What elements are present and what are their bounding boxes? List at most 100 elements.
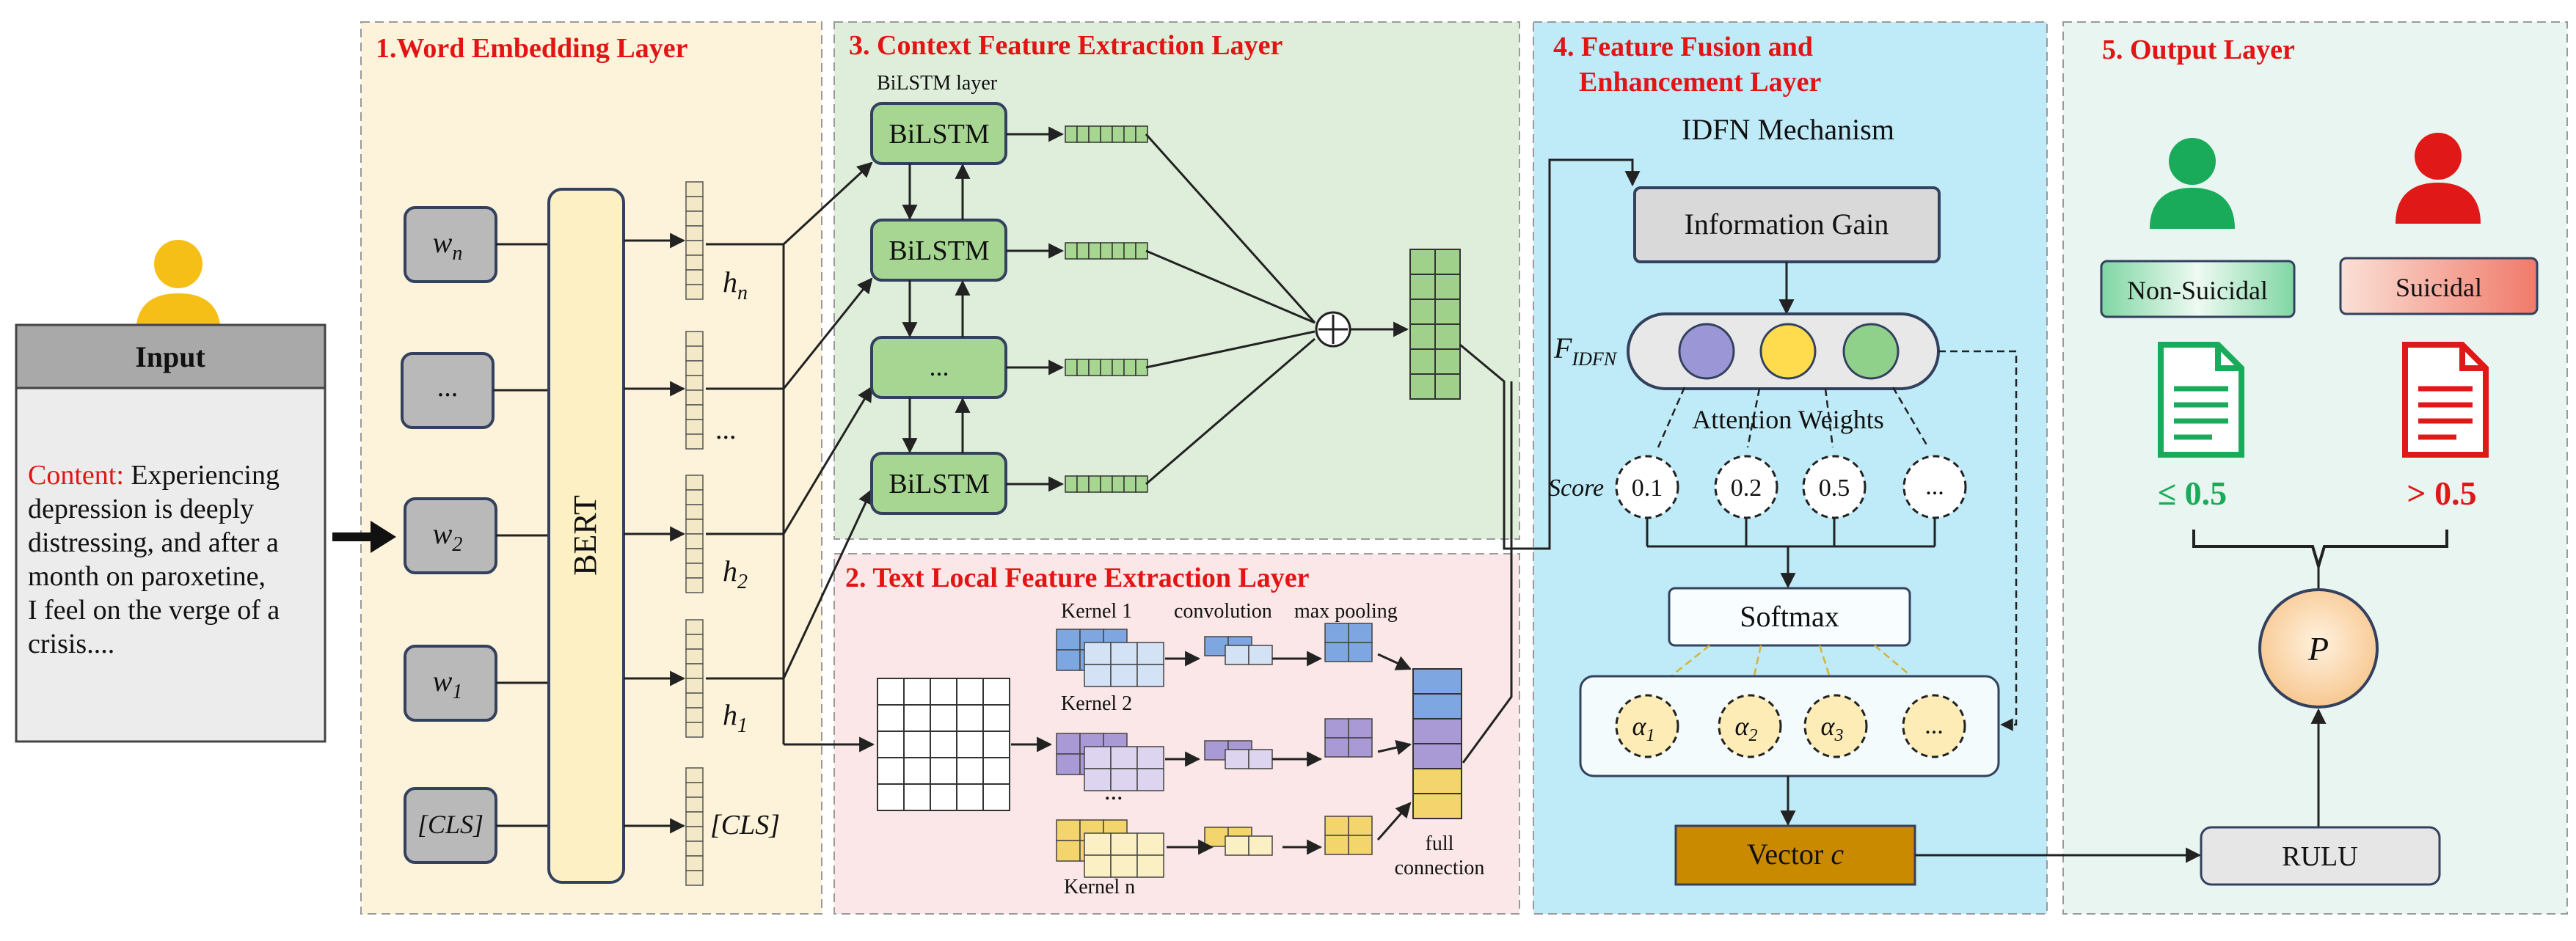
fc-cell-1: [1412, 668, 1462, 695]
svg-text:BiLSTM: BiLSTM: [889, 469, 989, 499]
svg-text:w2: w2: [433, 517, 463, 556]
feature-circle-green: [1842, 323, 1900, 380]
title-word-embedding: 1.Word Embedding Layer: [376, 33, 688, 64]
pool-blue: [1324, 623, 1373, 662]
non-suicidal-document-icon: [2161, 345, 2241, 455]
title-output: 5. Output Layer: [2102, 34, 2295, 65]
bilstm-output-vector-2: [1065, 242, 1148, 260]
svg-text:BiLSTM: BiLSTM: [889, 119, 989, 150]
panel-local: [833, 553, 1520, 915]
svg-text:...: ...: [930, 352, 949, 381]
svg-text:0.1: 0.1: [1632, 475, 1663, 502]
svg-text:0.2: 0.2: [1731, 475, 1762, 502]
bilstm-cell-4: BiLSTM: [870, 452, 1007, 515]
token-wn: wn: [404, 206, 497, 283]
score-circle-ellipsis: ...: [1902, 455, 1967, 519]
input-content-line-3: distressing, and after a: [28, 527, 279, 558]
hidden-ellipsis: ...: [715, 414, 737, 445]
input-box: [15, 323, 326, 743]
hidden-vector-h1: [685, 619, 704, 738]
svg-text:RULU: RULU: [2282, 841, 2357, 872]
title-context: 3. Context Feature Extraction Layer: [849, 30, 1282, 61]
hidden-cls: [CLS]: [710, 810, 780, 841]
kernel-blue-front: [1084, 642, 1164, 687]
sum-merge-lines: [1145, 133, 1316, 486]
svg-text:α3: α3: [1821, 711, 1844, 745]
attention-dashed-lines: [1657, 350, 2018, 731]
kernel-n-label: Kernel n: [1064, 876, 1135, 898]
content-label: Content:: [28, 460, 124, 491]
bert-hidden-arrows: [624, 232, 686, 834]
hidden-vector-cls: [685, 767, 704, 886]
fc-cell-2: [1412, 693, 1462, 720]
convolution-label: convolution: [1174, 600, 1272, 623]
bilstm-output-vector-3: [1065, 359, 1148, 376]
context-vector-grid: [1409, 249, 1461, 400]
information-gain-box: Information Gain: [1633, 186, 1941, 263]
panel-output: [2062, 21, 2568, 915]
input-content-line-6: crisis....: [28, 629, 114, 659]
svg-text:Softmax: Softmax: [1740, 600, 1839, 633]
kernel-2-label: Kernel 2: [1061, 692, 1132, 715]
token-cls: [CLS]: [404, 787, 497, 864]
hidden-vector-ellipsis: [685, 331, 704, 450]
kernel-purple-front: [1084, 746, 1164, 791]
score-circle-3: 0.5: [1802, 455, 1867, 519]
svg-text:[CLS]: [CLS]: [417, 810, 484, 839]
hidden-hn: hn: [723, 266, 748, 304]
score-circle-2: 0.2: [1714, 455, 1778, 519]
svg-text:BiLSTM: BiLSTM: [889, 235, 989, 266]
input-content-line-2: depression is deeply: [28, 494, 254, 524]
svg-text:0.5: 0.5: [1819, 475, 1850, 502]
kernel-yellow-front: [1084, 832, 1164, 878]
panel-fusion: [1533, 21, 2048, 915]
full-connection-label-2: connection: [1395, 857, 1485, 879]
rulu-box: RULU: [2200, 826, 2441, 886]
suicidal-user-icon: [2396, 133, 2481, 224]
bilstm-cell-2: BiLSTM: [870, 219, 1007, 282]
hidden-h2: h2: [723, 554, 748, 593]
alpha-container: [1579, 675, 2000, 777]
score-circle-1: 0.1: [1615, 455, 1679, 519]
conv-yellow-front: [1225, 835, 1273, 856]
svg-text:Non-Suicidal: Non-Suicidal: [2127, 276, 2268, 305]
bilstm-output-vector-4: [1065, 475, 1148, 493]
svg-text:...: ...: [1924, 712, 1944, 739]
hidden-to-next-lines: [706, 161, 875, 753]
cnn-pipeline: [1056, 623, 1373, 878]
bilstm-vertical-arrows: [902, 163, 971, 454]
attention-weights-label: Attention Weights: [1692, 405, 1883, 434]
full-connection-label-1: full: [1426, 832, 1454, 855]
bilstm-output-arrows: [1006, 126, 1065, 492]
hidden-vector-hn: [685, 181, 704, 300]
hidden-h1: h1: [723, 698, 748, 737]
fc-cell-3: [1412, 718, 1462, 744]
svg-text:P: P: [2307, 630, 2329, 667]
svg-text:...: ...: [437, 372, 459, 403]
content-line-1-text: Experiencing: [131, 460, 280, 491]
threshold-gt: > 0.5: [2407, 475, 2476, 512]
conv-blue-front: [1225, 645, 1273, 665]
token-w1: w1: [404, 645, 497, 722]
token-bert-lines: [493, 243, 549, 827]
fc-cell-6: [1412, 793, 1462, 819]
context-vector: [1409, 249, 1461, 400]
bert-block: [547, 188, 625, 884]
input-arrow: [332, 521, 396, 553]
cnn-to-fusion-line: [1462, 381, 1513, 764]
input-matrix-grid: [877, 678, 1010, 811]
input-header-bg: [15, 323, 326, 389]
conv-purple-front: [1225, 749, 1273, 769]
non-suicidal-user-icon: [2150, 138, 2235, 229]
softmax-box: Softmax: [1668, 587, 1911, 647]
token-w2: w2: [404, 497, 497, 574]
title-fusion-line1: 4. Feature Fusion and: [1553, 32, 1813, 62]
svg-text:wn: wn: [433, 226, 463, 265]
max-pooling-label: max pooling: [1294, 600, 1398, 623]
user-icon: [136, 240, 221, 334]
f-idfn-label: FIDFN: [1553, 332, 1618, 370]
alpha-circle-1: α1: [1615, 694, 1679, 758]
svg-text:α2: α2: [1735, 711, 1758, 745]
bilstm-cell-1: BiLSTM: [870, 102, 1007, 165]
